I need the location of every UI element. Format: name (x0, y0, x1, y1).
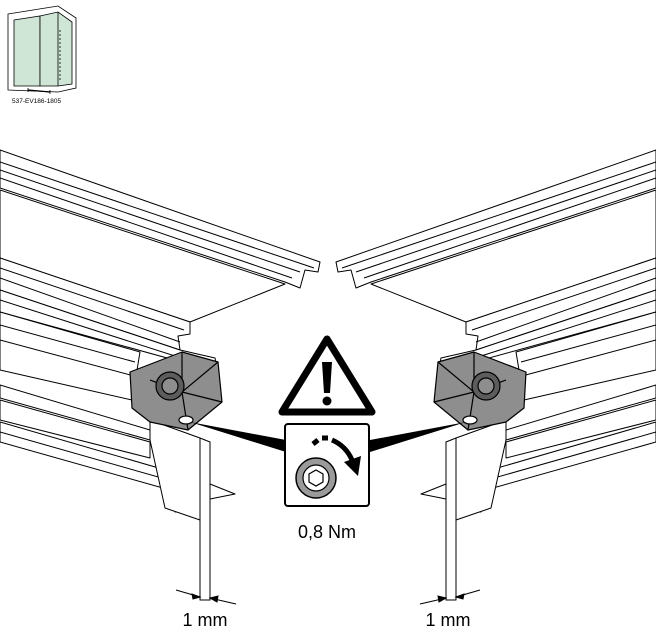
shower-thumbnail (7, 5, 77, 94)
left-profile-assembly (0, 149, 321, 601)
thumbnail-code: 537-EV186-1805 (12, 98, 62, 105)
right-callout-wedge (370, 422, 466, 452)
hex-screw-icon (295, 457, 337, 499)
left-callout-wedge (190, 422, 286, 452)
right-gap-dimension (419, 589, 481, 605)
left-gap-dimension (175, 589, 237, 605)
torque-box (284, 423, 370, 507)
clockwise-arrow-icon (311, 435, 361, 476)
right-gap-label: 1 mm (426, 610, 471, 630)
torque-value: 0,8 Nm (298, 522, 356, 542)
left-bracket (129, 351, 223, 431)
right-bracket (433, 351, 527, 431)
left-gap-label: 1 mm (183, 610, 228, 630)
right-profile-assembly (335, 149, 656, 601)
warning-triangle-icon (278, 335, 376, 416)
